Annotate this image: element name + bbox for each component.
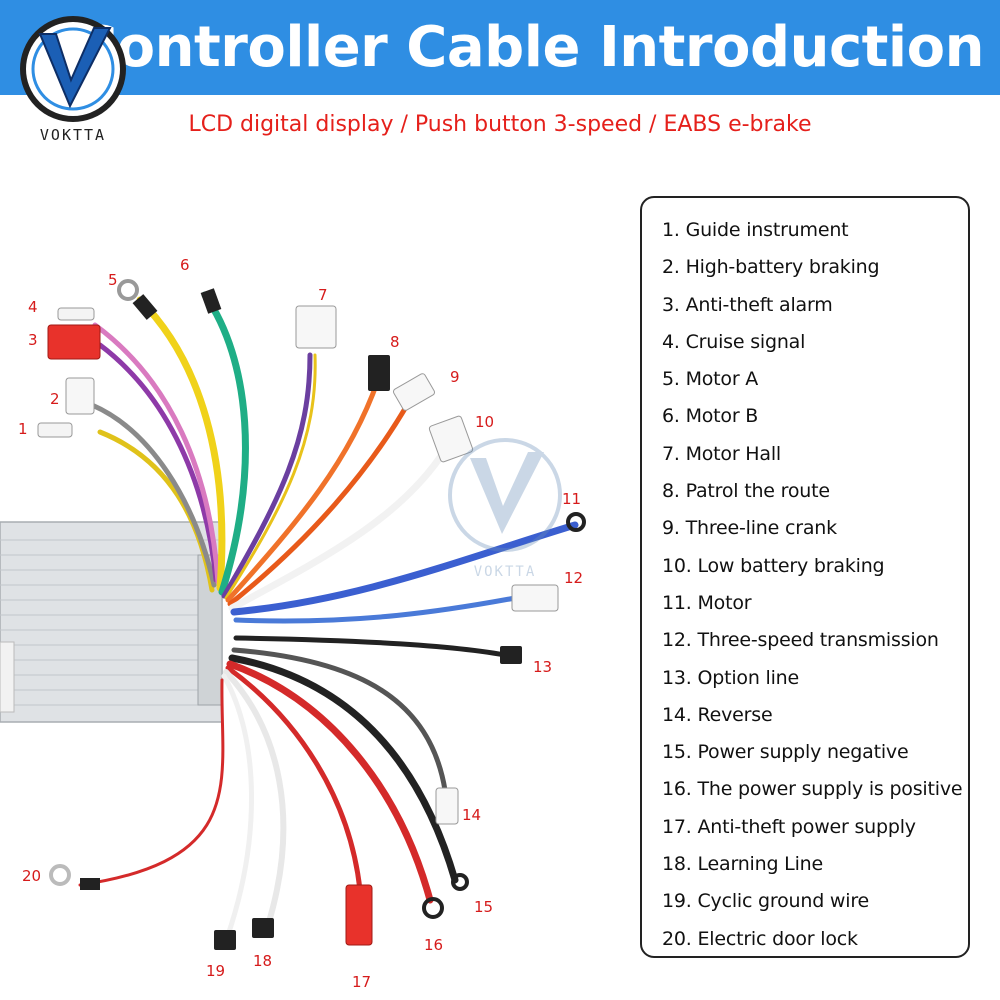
wire-20 <box>78 678 225 887</box>
connector-19 <box>214 930 236 950</box>
connector-3 <box>47 324 101 360</box>
callout-14: 14 <box>462 806 481 824</box>
legend-item: 2. High-battery braking <box>662 256 880 279</box>
wire-6 <box>201 291 249 596</box>
legend-item: 12. Three-speed transmission <box>662 629 939 652</box>
watermark-logo: VOKTTA <box>448 438 562 580</box>
legend-item: 9. Three-line crank <box>662 517 837 540</box>
wire-11 <box>230 521 579 616</box>
connector-10 <box>428 415 474 463</box>
legend-item: 6. Motor B <box>662 405 759 428</box>
callout-7: 7 <box>318 286 328 304</box>
connector-7 <box>295 305 337 349</box>
wire-14 <box>231 647 448 793</box>
brand-logo: VOKTTA <box>18 14 128 149</box>
connector-1 <box>37 422 73 438</box>
page-title: Controller Cable Introduction <box>76 15 984 80</box>
wire-18 <box>223 669 287 928</box>
wire-17 <box>225 665 363 893</box>
connector-17 <box>345 884 373 946</box>
callout-4: 4 <box>28 298 38 316</box>
callout-15: 15 <box>474 898 493 916</box>
controller-wiring-diagram: 1 2 3 4 5 6 7 8 9 10 11 12 13 14 15 16 1… <box>0 256 586 991</box>
cable-legend: 1. Guide instrument 2. High-battery brak… <box>640 196 970 958</box>
ring-terminal-16 <box>422 897 444 919</box>
wire-9 <box>227 397 413 607</box>
connector-4 <box>57 307 95 321</box>
legend-item: 16. The power supply is positive <box>662 778 963 801</box>
brand-logo-icon <box>20 16 126 122</box>
controller-box <box>0 521 223 723</box>
callout-5: 5 <box>108 271 118 289</box>
ring-terminal-5 <box>117 279 139 301</box>
callout-numbers: 1 2 3 4 5 6 7 8 9 10 11 12 13 14 15 16 1… <box>18 256 583 991</box>
legend-item: 1. Guide instrument <box>662 219 849 241</box>
callout-20: 20 <box>22 867 41 885</box>
wire-13 <box>233 635 508 658</box>
ring-terminal-20 <box>49 864 71 886</box>
callout-2: 2 <box>50 390 60 408</box>
connector-12 <box>511 584 559 612</box>
legend-item: 18. Learning Line <box>662 853 823 876</box>
sleeve-6 <box>200 288 222 314</box>
wire-4 <box>92 322 221 585</box>
connector-8 <box>368 355 390 391</box>
legend-item: 3. Anti-theft alarm <box>662 293 833 316</box>
connector-9 <box>393 373 435 411</box>
callout-1: 1 <box>18 420 28 438</box>
callout-8: 8 <box>390 333 400 351</box>
legend-item: 4. Cruise signal <box>662 330 806 353</box>
ring-terminal-15 <box>451 873 469 891</box>
callout-18: 18 <box>253 952 272 970</box>
watermark-text: VOKTTA <box>474 564 537 580</box>
legend-item: 19. Cyclic ground wire <box>662 890 870 913</box>
sleeve-20 <box>80 878 100 890</box>
callout-19: 19 <box>206 962 225 980</box>
wire-19 <box>221 673 254 938</box>
callout-16: 16 <box>424 936 443 954</box>
ring-terminal-11 <box>566 512 586 532</box>
connector-18 <box>252 918 274 938</box>
callout-10: 10 <box>475 413 494 431</box>
callout-9: 9 <box>450 368 460 386</box>
wire-10 <box>228 446 449 612</box>
wire-5 <box>136 296 226 592</box>
legend-item: 13. Option line <box>662 666 799 689</box>
connectors <box>37 279 586 950</box>
callout-12: 12 <box>564 569 583 587</box>
callout-3: 3 <box>28 331 38 349</box>
wire-2 <box>89 402 217 588</box>
legend-item: 7. Motor Hall <box>662 442 781 465</box>
wire-7b <box>224 353 317 600</box>
callout-11: 11 <box>562 490 581 508</box>
legend-item: 5. Motor A <box>662 368 759 391</box>
legend-item: 10. Low battery braking <box>662 554 885 577</box>
connector-13 <box>500 646 522 664</box>
legend-item: 14. Reverse <box>662 703 773 726</box>
legend-item: 8. Patrol the route <box>662 480 830 503</box>
wire-8 <box>225 377 381 603</box>
brand-name: VOKTTA <box>39 126 107 144</box>
wire-bundle <box>78 291 579 938</box>
connector-2 <box>65 377 95 415</box>
wire-12 <box>233 595 518 624</box>
callout-13: 13 <box>533 658 552 676</box>
wire-3 <box>97 342 219 583</box>
title-banner: Controller Cable Introduction <box>0 0 1000 95</box>
wire-16 <box>226 660 434 904</box>
legend-item: 20. Electric door lock <box>662 927 858 950</box>
legend-item: 15. Power supply negative <box>662 741 909 764</box>
legend-item: 17. Anti-theft power supply <box>662 815 916 838</box>
legend-item: 11. Motor <box>662 591 752 614</box>
wire-15 <box>228 654 459 884</box>
wire-7a <box>221 352 313 599</box>
callout-6: 6 <box>180 256 190 274</box>
connector-14 <box>435 787 459 825</box>
sleeve-5 <box>132 294 158 320</box>
callout-17: 17 <box>352 973 371 991</box>
page-subtitle: LCD digital display / Push button 3-spee… <box>188 112 812 137</box>
